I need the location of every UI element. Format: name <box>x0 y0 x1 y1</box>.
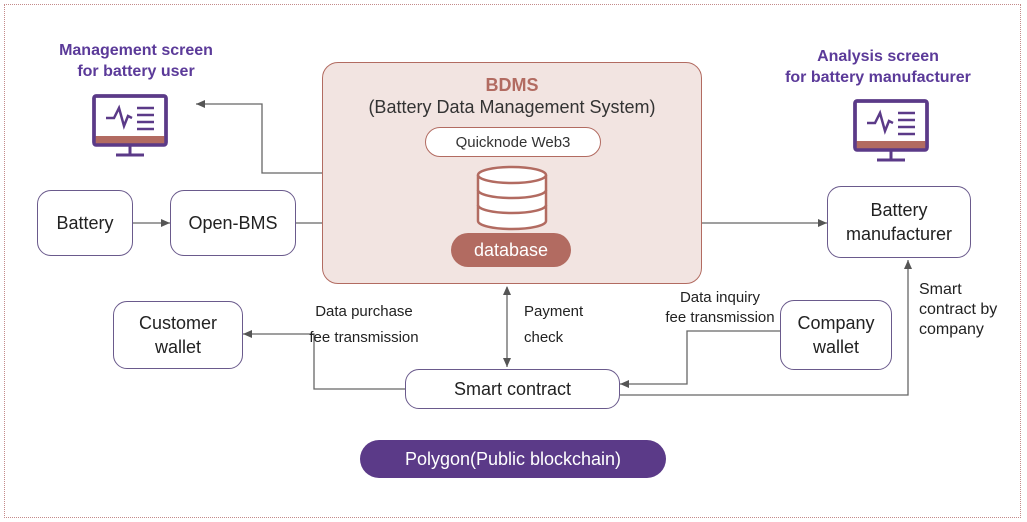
arrow-bdms-to-user-screen <box>196 100 322 174</box>
user-screen-title-line1: Management screen <box>59 42 213 59</box>
arrow-company-to-contract <box>620 330 780 388</box>
manufacturer-screen-title-line2: for battery manufacturer <box>785 69 971 86</box>
manufacturer-node-line1: Battery <box>870 200 928 220</box>
database-icon <box>476 165 548 231</box>
smart-by-line2: contract by <box>919 301 998 318</box>
customer-wallet-line2: wallet <box>154 337 202 357</box>
manufacturer-screen-title-line1: Analysis screen <box>817 48 939 65</box>
open-bms-node-label: Open-BMS <box>188 213 278 233</box>
data-purchase-line2: fee transmission <box>309 329 419 346</box>
monitor-icon-manufacturer <box>853 99 929 162</box>
battery-node: Battery <box>37 190 133 256</box>
diagram-frame <box>4 4 1021 518</box>
smart-contract-label: Smart contract <box>453 379 572 399</box>
company-wallet-node: Company wallet <box>780 300 892 370</box>
smart-by-line3: company <box>919 321 984 338</box>
bdms-container: BDMS (Battery Data Management System) Qu… <box>322 62 702 284</box>
data-purchase-label: Data purchase fee transmission <box>300 302 428 348</box>
payment-check-label: Payment check <box>524 302 604 348</box>
quicknode-pill: Quicknode Web3 <box>425 127 601 157</box>
bdms-subtitle: (Battery Data Management System) <box>368 97 656 117</box>
customer-wallet-line1: Customer <box>138 313 218 333</box>
payment-check-line2: check <box>524 329 564 346</box>
open-bms-node: Open-BMS <box>170 190 296 256</box>
manufacturer-node: Battery manufacturer <box>827 186 971 258</box>
data-inquiry-line2: fee transmission <box>665 309 775 326</box>
arrow-contract-to-manufacturer <box>620 260 912 396</box>
user-screen-title: Management screen for battery user <box>36 40 236 82</box>
company-wallet-line2: wallet <box>812 337 860 357</box>
user-screen-title-line2: for battery user <box>77 63 195 80</box>
data-inquiry-line1: Data inquiry <box>679 289 761 306</box>
arrow-contract-to-customer <box>243 330 405 390</box>
manufacturer-node-line2: manufacturer <box>845 224 953 244</box>
monitor-icon-user <box>92 94 168 157</box>
battery-node-label: Battery <box>56 213 114 233</box>
data-inquiry-label: Data inquiry fee transmission <box>658 288 782 328</box>
manufacturer-screen-title: Analysis screen for battery manufacturer <box>770 46 986 88</box>
company-wallet-line1: Company <box>797 313 875 333</box>
customer-wallet-node: Customer wallet <box>113 301 243 369</box>
payment-check-line1: Payment <box>524 303 584 320</box>
bdms-title: BDMS <box>485 75 539 95</box>
smart-contract-by-company-label: Smart contract by company <box>919 280 1019 340</box>
data-purchase-line1: Data purchase <box>315 303 413 320</box>
polygon-blockchain-pill: Polygon(Public blockchain) <box>360 440 666 478</box>
database-pill: database <box>451 233 571 267</box>
smart-contract-node: Smart contract <box>405 369 620 409</box>
smart-by-line1: Smart <box>919 281 962 298</box>
